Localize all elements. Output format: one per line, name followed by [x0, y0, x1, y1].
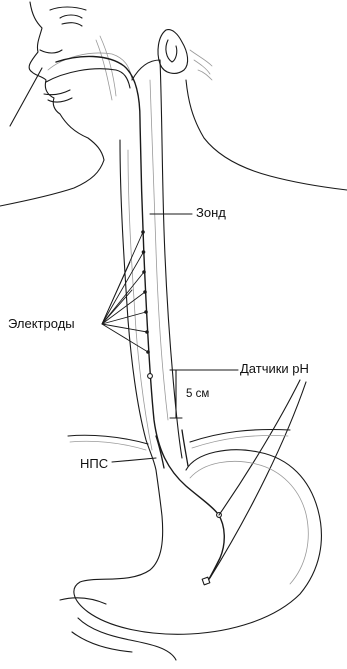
stomach-outer [74, 450, 322, 635]
diaphragm-left-2 [70, 441, 146, 450]
nose-pointer [10, 68, 42, 126]
ear-inner [166, 40, 177, 62]
diaphragm-left [68, 435, 148, 444]
les-leader [112, 458, 156, 462]
duodenum-2 [72, 632, 132, 652]
duodenum [78, 618, 176, 660]
neck-back [186, 80, 347, 190]
les-label: НПС [80, 456, 108, 471]
electrodes-label: Электроды [8, 316, 75, 331]
probe-catheter [56, 56, 224, 584]
pharynx-back [132, 60, 160, 80]
ear [158, 30, 188, 74]
nose-line [40, 50, 62, 53]
probe-label: Зонд [196, 205, 226, 220]
ph-leader-lower [210, 382, 306, 578]
esophagus-inner-left [128, 150, 152, 450]
ph-leader-upper [219, 380, 300, 515]
electrode-leader-lines [102, 232, 148, 352]
brow [50, 7, 86, 10]
nasal-floor [46, 69, 130, 88]
eye [60, 15, 82, 26]
face-profile [29, 2, 104, 160]
esophagus-inner-right [150, 80, 168, 420]
esophagus-left-wall [120, 140, 156, 470]
ph-sensors-label: Датчики pH [240, 361, 309, 376]
les-right-fold [182, 430, 188, 466]
lower-diaphragm [60, 598, 106, 604]
neck-front [0, 160, 104, 206]
stomach-inner [190, 461, 308, 584]
distance-label: 5 см [186, 388, 209, 400]
probe-tip [202, 577, 210, 585]
lip-line [48, 98, 72, 102]
les-left-fold [156, 436, 164, 468]
cheek-shade [96, 36, 116, 100]
hair [190, 50, 212, 80]
ph-sensor-upper [148, 374, 153, 379]
esophagus-right-wall [160, 60, 182, 458]
